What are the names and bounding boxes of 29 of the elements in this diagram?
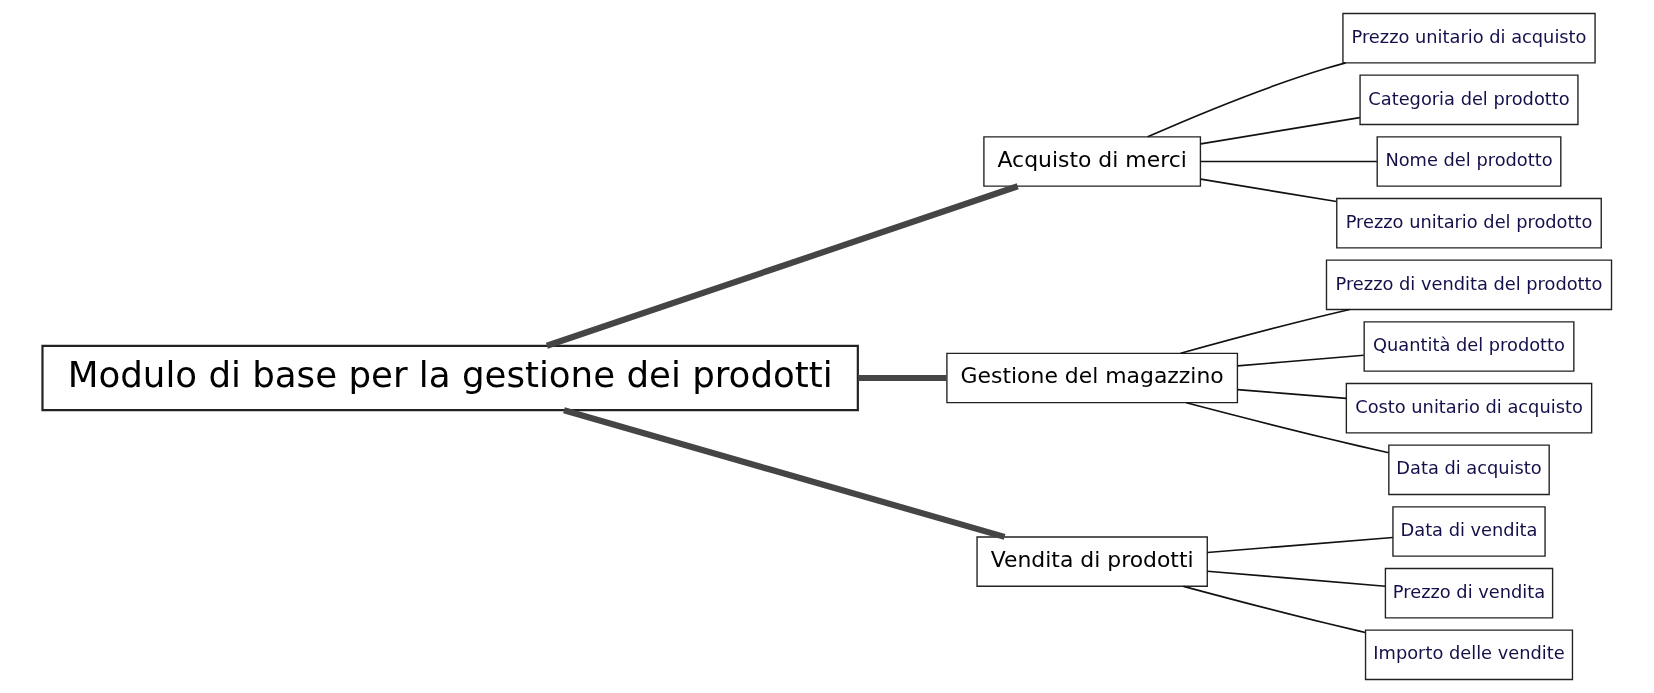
- node-box: Prezzo unitario di acquisto: [1342, 12, 1596, 64]
- node-box: Data di vendita: [1392, 506, 1546, 557]
- connector: [545, 183, 1019, 349]
- connector: [1185, 401, 1390, 454]
- node-box: Prezzo di vendita: [1384, 567, 1554, 619]
- node-box: Costo unitario di acquisto: [1345, 382, 1593, 434]
- node-box: Prezzo di vendita del prodotto: [1325, 259, 1613, 311]
- node-box: Modulo di base per la gestione dei prodotti: [41, 344, 859, 412]
- connector: [1206, 570, 1387, 588]
- node-box: Data di acquisto: [1388, 444, 1550, 496]
- connector: [1182, 585, 1367, 634]
- connector: [1236, 354, 1365, 367]
- node-box: Acquisto di merci: [983, 136, 1202, 187]
- node-box: Nome del prodotto: [1376, 136, 1562, 187]
- connector: [1199, 116, 1361, 145]
- connector: [1199, 160, 1378, 163]
- connector: [563, 407, 1006, 540]
- node-box: Prezzo unitario del prodotto: [1336, 197, 1602, 249]
- connector: [1179, 308, 1351, 355]
- connector: [1146, 62, 1347, 138]
- node-box: Gestione del magazzino: [946, 352, 1239, 404]
- node-box: Importo delle vendite: [1364, 629, 1574, 681]
- connector: [1199, 178, 1338, 203]
- connector: [1206, 536, 1394, 554]
- node-box: Quantità del prodotto: [1363, 321, 1575, 372]
- node-box: Categoria del prodotto: [1359, 74, 1579, 126]
- node-box: Vendita di prodotti: [976, 536, 1208, 587]
- connector: [1236, 388, 1347, 400]
- connector: [858, 374, 947, 382]
